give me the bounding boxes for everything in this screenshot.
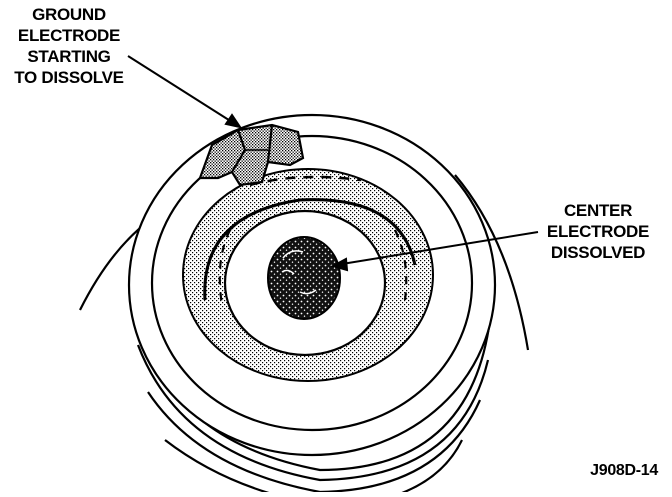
center-electrode-leader <box>330 231 539 272</box>
ground-label-line-3: STARTING <box>27 47 111 66</box>
recess-inner-lip <box>203 198 417 301</box>
outer-right-curve <box>454 174 530 351</box>
dashed-ring-left <box>218 229 231 306</box>
center-label-line-3: DISSOLVED <box>550 243 646 262</box>
ground-label-line-4: TO DISSOLVE <box>14 68 124 87</box>
ground-label-line-2: ELECTRODE <box>17 26 121 45</box>
ground-electrode-leader <box>127 55 243 129</box>
body-band-4 <box>164 439 270 492</box>
ground-electrode-label: GROUND ELECTRODE STARTING TO DISSOLVE <box>0 4 138 88</box>
center-label-line-1: CENTER <box>563 201 633 220</box>
body-band-5 <box>401 439 463 492</box>
center-electrode <box>267 236 341 320</box>
ground-label-line-1: GROUND <box>32 5 106 24</box>
figure-id: J908D-14 <box>590 462 658 479</box>
body-band-3 <box>147 391 482 492</box>
ground-electrode <box>198 123 305 187</box>
center-electrode-highlight <box>281 250 317 295</box>
dashed-ring-right <box>394 229 408 301</box>
body-band-2 <box>136 344 490 482</box>
center-electrode-label: CENTER ELECTRODE DISSOLVED <box>528 200 668 263</box>
center-label-line-2: ELECTRODE <box>546 222 650 241</box>
dashed-ring-top <box>249 175 361 187</box>
